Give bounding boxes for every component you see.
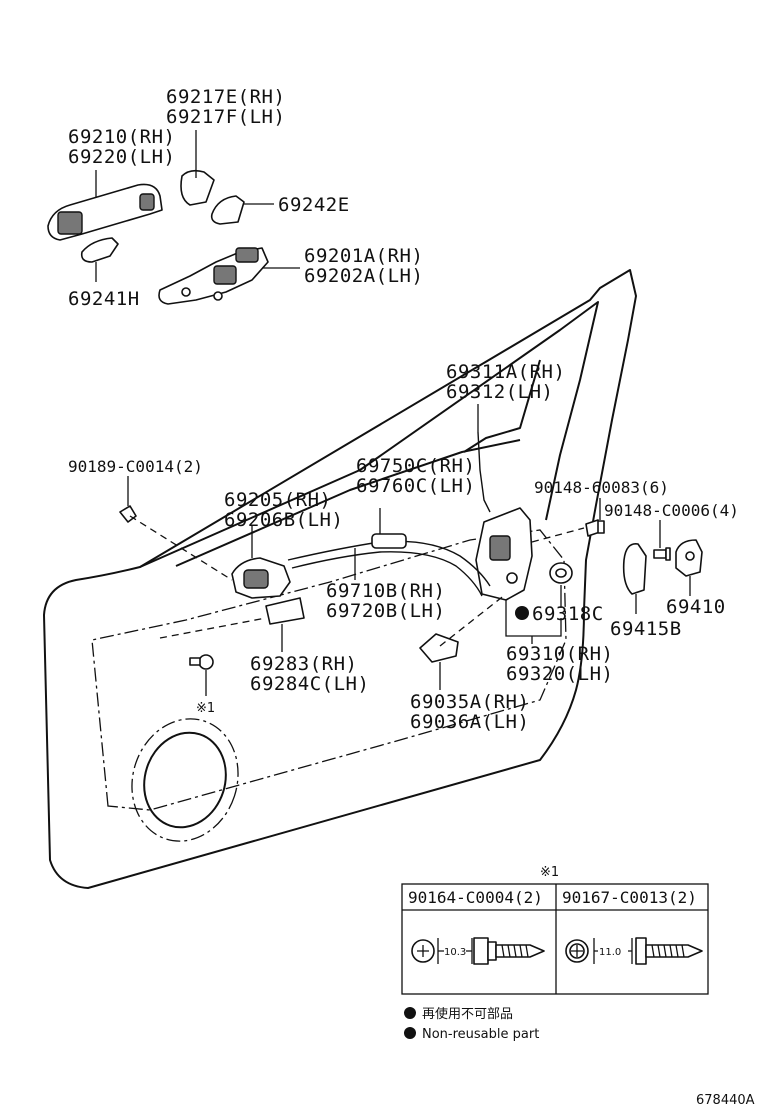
table-header-90167: 90167-C0013(2) xyxy=(562,888,697,907)
label-69415: 69415B xyxy=(610,618,682,640)
label-69283-rh: 69283(RH) xyxy=(250,653,357,675)
label-69310-lh: 69320(LH) xyxy=(506,663,613,685)
door-lock-assembly xyxy=(475,507,533,601)
diagram-id: 678440A xyxy=(696,1093,755,1108)
trim-clip xyxy=(119,505,137,523)
table-mark: ※1 xyxy=(540,865,559,880)
label-90148-60083: 90148-60083(6) xyxy=(534,478,669,497)
lock-protector xyxy=(419,633,459,663)
grommet xyxy=(549,562,573,584)
inside-handle xyxy=(231,557,291,599)
label-69205-rh: 69205(RH) xyxy=(224,489,331,511)
striker-screw xyxy=(653,547,671,561)
trim-screw xyxy=(189,654,214,670)
lock-rod xyxy=(477,431,491,513)
handle-cover-rear xyxy=(180,169,215,206)
ref-mark-screw: ※1 xyxy=(196,701,215,716)
label-69410: 69410 xyxy=(666,596,726,618)
fastener-table: ※1 90164-C0004(2) 90167-C0013(2) 10.3 xyxy=(401,865,709,995)
screw-90164-drawing xyxy=(411,937,545,965)
table-header-90164: 90164-C0004(2) xyxy=(408,888,543,907)
label-69210-rh: 69210(RH) xyxy=(68,126,175,148)
door-striker xyxy=(675,539,703,577)
label-69035-lh: 69036A(LH) xyxy=(410,711,529,733)
label-69241: 69241H xyxy=(68,288,140,310)
label-69242: 69242E xyxy=(278,194,350,216)
label-69750-rh: 69750C(RH) xyxy=(356,455,475,477)
label-69035-rh: 69035A(RH) xyxy=(410,691,529,713)
dim-90164: 10.3 xyxy=(444,947,466,958)
label-69318: 69318C xyxy=(532,603,604,625)
inside-handle-cable xyxy=(287,540,491,587)
dim-90167: 11.0 xyxy=(599,947,621,958)
label-69310-rh: 69310(RH) xyxy=(506,643,613,665)
legend-bullet-1 xyxy=(404,1007,416,1019)
handle-pad xyxy=(80,237,119,263)
label-69710-lh: 69720B(LH) xyxy=(326,600,445,622)
legend-item-en: Non-reusable part xyxy=(422,1027,539,1042)
label-69311-rh: 69311A(RH) xyxy=(446,361,565,383)
label-69217-rh: 69217E(RH) xyxy=(166,86,285,108)
handle-cover-rear-2 xyxy=(210,195,245,225)
label-69750-lh: 69760C(LH) xyxy=(356,475,475,497)
screw-90167-drawing xyxy=(565,937,703,965)
striker-plate xyxy=(622,543,647,595)
label-69201-lh: 69202A(LH) xyxy=(304,265,423,287)
label-69217-lh: 69217F(LH) xyxy=(166,106,285,128)
outside-handle-frame xyxy=(158,247,269,305)
cable-clamp xyxy=(371,533,407,549)
lock-screw xyxy=(585,519,605,537)
legend: 再使用不可部品 Non-reusable part xyxy=(404,1006,539,1042)
label-69710-rh: 69710B(RH) xyxy=(326,580,445,602)
door-outline xyxy=(43,269,637,889)
label-90148-c0006: 90148-C0006(4) xyxy=(604,501,739,520)
label-69311-lh: 69312(LH) xyxy=(446,381,553,403)
label-69283-lh: 69284C(LH) xyxy=(250,673,369,695)
non-reusable-marker-69318 xyxy=(515,606,529,620)
label-69205-lh: 69206B(LH) xyxy=(224,509,343,531)
label-90189: 90189-C0014(2) xyxy=(68,457,203,476)
label-69210-lh: 69220(LH) xyxy=(68,146,175,168)
handle-bezel-cover xyxy=(265,597,305,625)
legend-item-jp: 再使用不可部品 xyxy=(422,1006,513,1022)
outside-handle xyxy=(47,183,163,241)
label-69201-rh: 69201A(RH) xyxy=(304,245,423,267)
legend-bullet-2 xyxy=(404,1027,416,1039)
